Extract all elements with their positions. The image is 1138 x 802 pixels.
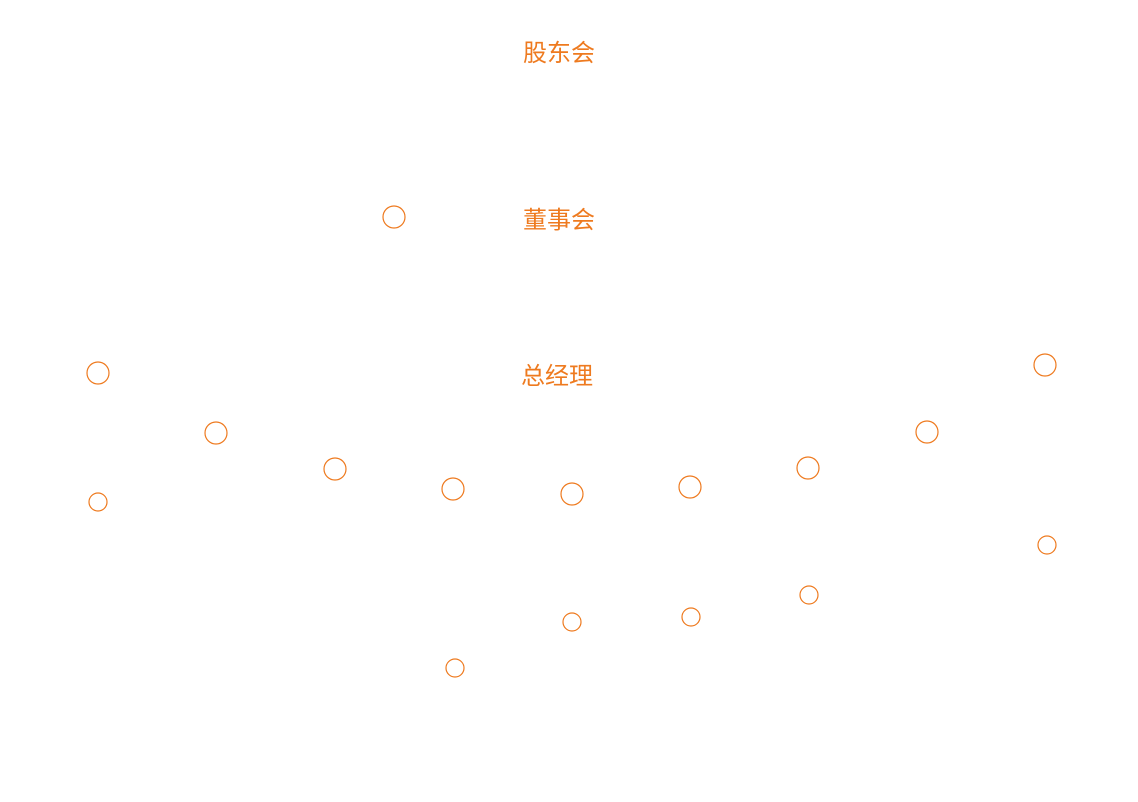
node-circle-right-top	[1033, 353, 1057, 377]
node-circle-low-2	[681, 607, 701, 627]
node-circle-board-left	[382, 205, 406, 229]
node-circle-arc-5	[678, 475, 702, 499]
label-board: 董事会	[523, 206, 595, 234]
node-circle-arc-4	[560, 482, 584, 506]
node-circle-arc-2	[323, 457, 347, 481]
node-circle-low-3	[562, 612, 582, 632]
node-circle-arc-1	[204, 421, 228, 445]
node-circle-arc-3	[441, 477, 465, 501]
node-circle-low-1	[799, 585, 819, 605]
node-circle-arc-6	[796, 456, 820, 480]
label-shareholders: 股东会	[523, 39, 595, 67]
node-circle-low-4	[445, 658, 465, 678]
label-general-manager: 总经理	[521, 362, 593, 390]
node-circle-right-bottom	[1037, 535, 1057, 555]
node-circle-arc-7	[915, 420, 939, 444]
node-circle-left-top	[86, 361, 110, 385]
node-circle-left-bottom	[88, 492, 108, 512]
